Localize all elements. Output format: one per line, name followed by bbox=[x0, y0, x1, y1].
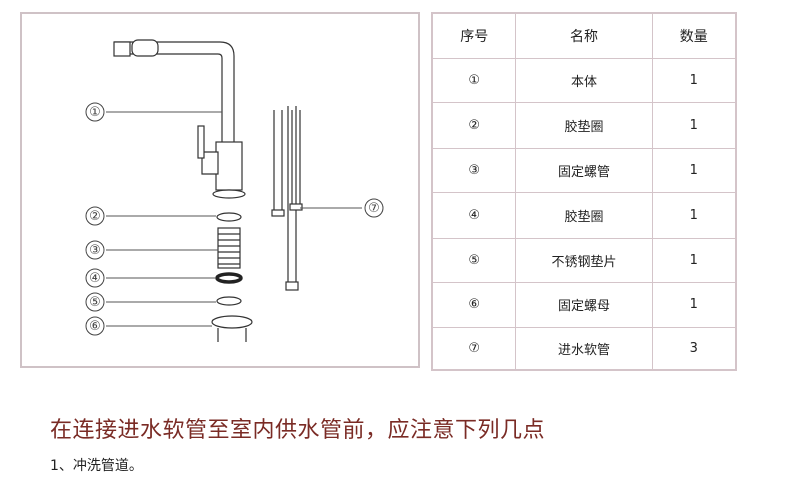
row-index: ② bbox=[431, 101, 517, 149]
row-name: 固定螺母 bbox=[515, 281, 653, 328]
row-name: 胶垫圈 bbox=[515, 101, 653, 149]
parts-list-table: 序号 名称 数量 ① 本体 1 ② 胶垫圈 1 ③ 固定螺管 1 ④ 胶垫圈 1… bbox=[431, 12, 737, 371]
faucet-lever-shape bbox=[197, 125, 205, 159]
section-heading: 在连接进水软管至室内供水管前，应注意下列几点 bbox=[50, 418, 546, 443]
callout-5: ⑤ bbox=[89, 295, 101, 310]
callout-6: ⑥ bbox=[89, 319, 101, 334]
row-name: 不锈钢垫片 bbox=[515, 237, 653, 283]
row-name: 胶垫圈 bbox=[515, 191, 653, 239]
table-row: ③ 固定螺管 1 bbox=[431, 147, 737, 193]
faucet-spout-shape bbox=[114, 41, 235, 153]
row-index: ③ bbox=[431, 147, 517, 193]
callout-4: ④ bbox=[89, 271, 101, 286]
row-quantity: 1 bbox=[651, 191, 737, 239]
faucet-exploded-view: ① ② ③ ④ ⑤ ⑥ ⑦ bbox=[85, 39, 384, 342]
spout-head-shape bbox=[131, 39, 159, 57]
table-row: ⑥ 固定螺母 1 bbox=[431, 281, 737, 328]
header-index: 序号 bbox=[431, 12, 517, 59]
exploded-parts-diagram: ① ② ③ ④ ⑤ ⑥ ⑦ bbox=[20, 12, 420, 368]
table-row: ⑤ 不锈钢垫片 1 bbox=[431, 237, 737, 283]
instruction-step-1: 1、冲洗管道。 bbox=[50, 458, 143, 474]
row-quantity: 1 bbox=[651, 101, 737, 149]
steel-washer-shape bbox=[216, 296, 242, 306]
rubber-gasket-shape bbox=[215, 272, 243, 284]
table-row: ⑦ 进水软管 3 bbox=[431, 326, 737, 371]
row-name: 固定螺管 bbox=[515, 147, 653, 193]
header-quantity: 数量 bbox=[651, 12, 737, 59]
row-index: ④ bbox=[431, 191, 517, 239]
callout-1: ① bbox=[89, 105, 101, 120]
table-header-row: 序号 名称 数量 bbox=[431, 12, 737, 59]
fixing-nut-shape bbox=[211, 315, 253, 329]
row-name: 进水软管 bbox=[515, 326, 653, 371]
callout-3: ③ bbox=[89, 243, 101, 258]
row-quantity: 1 bbox=[651, 57, 737, 103]
row-index: ⑤ bbox=[431, 237, 517, 283]
faucet-body-shape bbox=[215, 141, 243, 191]
table-row: ④ 胶垫圈 1 bbox=[431, 191, 737, 239]
row-quantity: 1 bbox=[651, 281, 737, 328]
callout-7: ⑦ bbox=[368, 201, 380, 216]
header-name: 名称 bbox=[515, 12, 653, 59]
gasket-ring-shape bbox=[216, 212, 242, 222]
row-quantity: 1 bbox=[651, 237, 737, 283]
callout-2: ② bbox=[89, 209, 101, 224]
table-row: ② 胶垫圈 1 bbox=[431, 101, 737, 149]
row-index: ① bbox=[431, 57, 517, 103]
row-quantity: 3 bbox=[651, 326, 737, 371]
row-index: ⑦ bbox=[431, 326, 517, 371]
row-name: 本体 bbox=[515, 57, 653, 103]
row-quantity: 1 bbox=[651, 147, 737, 193]
spout-outlet-shape bbox=[113, 41, 131, 57]
faucet-handle-base-shape bbox=[201, 151, 219, 175]
table-row: ① 本体 1 bbox=[431, 57, 737, 103]
faucet-base-shape bbox=[212, 189, 246, 199]
row-index: ⑥ bbox=[431, 281, 517, 328]
